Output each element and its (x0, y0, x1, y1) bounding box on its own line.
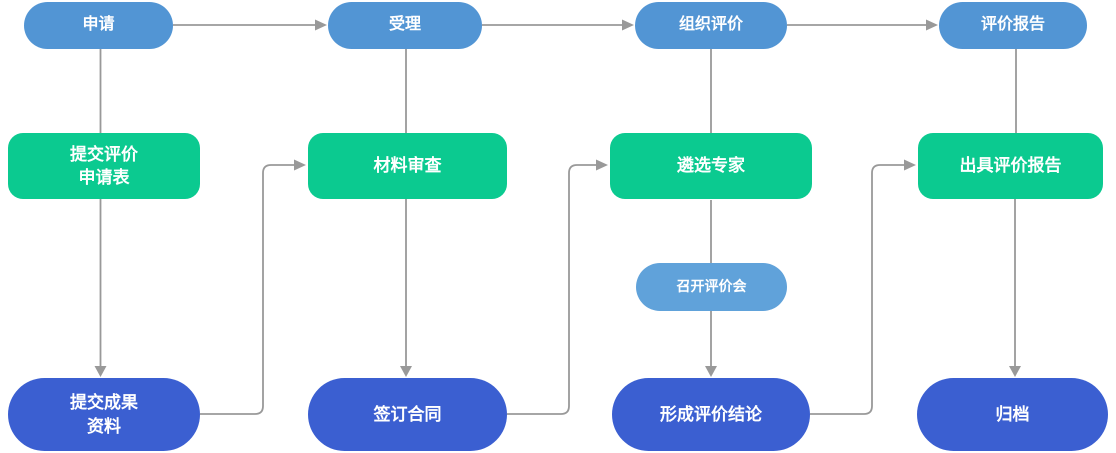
arrowhead-sign-contract-to-select-experts (596, 159, 608, 171)
arrowhead-organize-to-report (926, 19, 938, 31)
process-submit-application-form: 提交评价 申请表 (8, 133, 200, 199)
arrowhead-submit-materials-to-material-review (294, 159, 306, 171)
meeting-hold-evaluation-meeting: 召开评价会 (636, 263, 787, 311)
connector-sign-contract-to-select-experts (507, 164, 596, 415)
result-sign-contract: 签订合同 (308, 378, 507, 451)
arrowhead-conclusion-to-issue-report (904, 159, 916, 171)
process-material-review: 材料审查 (308, 133, 507, 199)
stage-apply: 申请 (24, 2, 173, 49)
arrowhead-apply-to-accept (315, 19, 327, 31)
stage-evaluation-report: 评价报告 (939, 2, 1087, 49)
result-form-conclusion: 形成评价结论 (612, 378, 810, 451)
process-issue-report: 出具评价报告 (918, 133, 1103, 199)
connector-submit-materials-to-material-review (200, 164, 294, 415)
arrowhead-issue-report-to-archive (1009, 366, 1021, 377)
connector-conclusion-to-issue-report (810, 164, 904, 415)
result-archive: 归档 (917, 378, 1108, 451)
arrowhead-material-review-to-sign-contract (400, 366, 412, 377)
stage-organize-evaluation: 组织评价 (635, 2, 787, 49)
process-select-experts: 遴选专家 (610, 133, 812, 199)
stage-accept: 受理 (328, 2, 482, 49)
arrowhead-accept-to-organize (622, 19, 634, 31)
arrowhead-meeting-to-conclusion (705, 366, 717, 377)
arrowhead-submit-form-to-submit-materials (94, 366, 107, 377)
result-submit-materials: 提交成果 资料 (8, 378, 200, 451)
